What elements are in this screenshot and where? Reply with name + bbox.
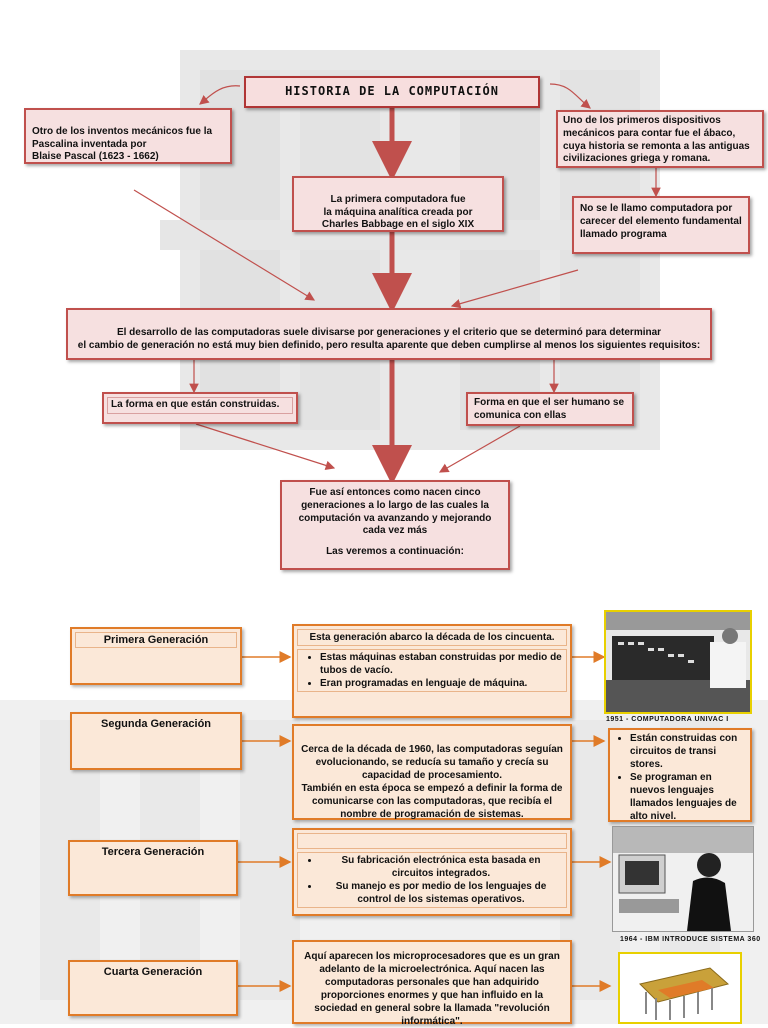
generation-1-label: Primera Generación — [103, 634, 209, 646]
generation-3-bullet-2: Su manejo es por medio de los lenguajes … — [320, 880, 562, 906]
generation-1-bullet-2: Eran programadas en lenguaje de máquina. — [320, 677, 562, 690]
univac-computer-icon — [606, 612, 750, 712]
univac-computer-photo — [604, 610, 752, 714]
requirement-human-text: Forma en que el ser humano se comunica c… — [474, 397, 625, 421]
ibm-360-icon — [613, 827, 753, 931]
ibm-360-caption: 1964 - IBM INTRODUCE SISTEMA 360 — [620, 936, 761, 943]
abacus-note-text: Uno de los primeros dispositivos mecánic… — [563, 115, 750, 165]
microprocessor-chip-photo — [618, 952, 742, 1024]
diagram-title: HISTORIA DE LA COMPUTACIÓN — [244, 76, 540, 108]
not-computer-box: No se le llamo computadora por carecer d… — [572, 196, 750, 254]
not-computer-text: No se le llamo computadora por carecer d… — [580, 203, 742, 240]
generation-2-label: Segunda Generación — [100, 718, 212, 730]
conclusion-box: Fue así entonces como nacen cinco genera… — [280, 480, 510, 570]
generation-2-description: Cerca de la década de 1960, las computad… — [292, 724, 572, 820]
conclusion-text: Fue así entonces como nacen cinco genera… — [298, 487, 492, 537]
ibm-360-operator-photo — [612, 826, 754, 932]
generation-1-text: Esta generación abarco la década de los … — [309, 632, 555, 643]
first-computer-box: La primera computadora fue la máquina an… — [292, 176, 504, 232]
generation-3-label: Tercera Generación — [101, 846, 205, 858]
requirement-human-box: Forma en que el ser humano se comunica c… — [466, 392, 634, 426]
generations-intro-text: El desarrollo de las computadoras suele … — [77, 326, 701, 351]
requirement-construction-text: La forma en que están construidas. — [111, 399, 280, 410]
generation-1-label-box: Primera Generación — [70, 627, 242, 685]
generation-3-bullet-1: Su fabricación electrónica esta basada e… — [320, 854, 562, 880]
generation-2-label-box: Segunda Generación — [70, 712, 242, 770]
generation-2-side-bullet-2: Se programan en nuevos lenguajes llamado… — [630, 771, 748, 823]
first-computer-text: La primera computadora fue la máquina an… — [321, 193, 475, 231]
generation-4-description: Aquí aparecen los microprocesadores que … — [292, 940, 572, 1027]
conclusion-next-text: Las veremos a continuación: — [326, 546, 464, 558]
generation-1-bullet-1: Estas máquinas estaban construidas por m… — [320, 651, 562, 677]
generation-2-text: Cerca de la década de 1960, las computad… — [301, 744, 563, 820]
generation-3-label-box: Tercera Generación — [68, 840, 238, 896]
generation-3-description: Su fabricación electrónica esta basada e… — [292, 828, 572, 916]
generation-2-side-box: Están construidas con circuitos de trans… — [608, 728, 752, 822]
generation-4-label: Cuarta Generación — [103, 966, 203, 978]
generation-2-side-bullet-1: Están construidas con circuitos de trans… — [630, 732, 748, 771]
pascalina-note: Otro de los inventos mecánicos fue la Pa… — [24, 108, 232, 164]
diagram-title-text: HISTORIA DE LA COMPUTACIÓN — [285, 84, 499, 98]
abacus-note: Uno de los primeros dispositivos mecánic… — [556, 110, 764, 168]
microprocessor-chip-icon — [620, 954, 740, 1022]
generation-4-text: Aquí aparecen los microprocesadores que … — [304, 951, 560, 1027]
generation-4-label-box: Cuarta Generación — [68, 960, 238, 1016]
generations-intro-box: El desarrollo de las computadoras suele … — [66, 308, 712, 360]
requirement-construction-box: La forma en que están construidas. — [102, 392, 298, 424]
pascalina-note-text: Otro de los inventos mecánicos fue la Pa… — [32, 125, 213, 163]
generation-1-description: Esta generación abarco la década de los … — [292, 624, 572, 718]
univac-caption: 1951 - COMPUTADORA UNIVAC I — [606, 716, 729, 723]
